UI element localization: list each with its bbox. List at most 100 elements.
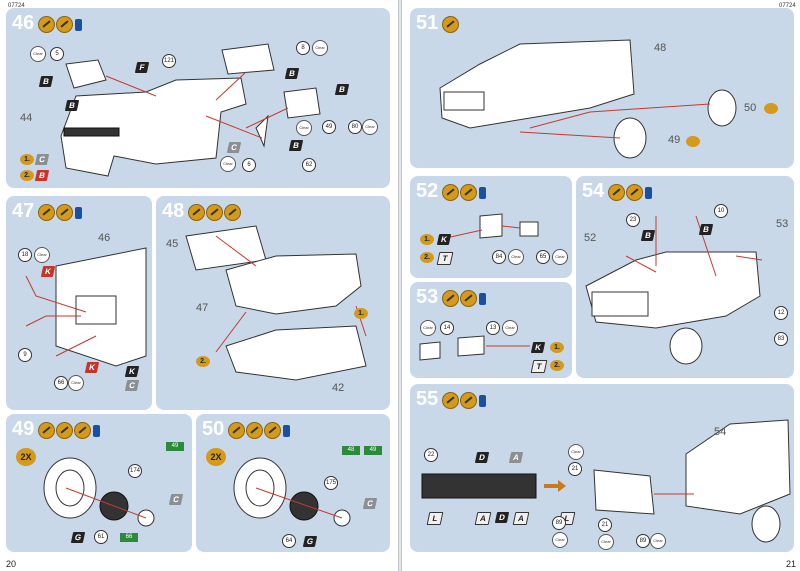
part-ref: 6 bbox=[242, 158, 256, 172]
paint-icon bbox=[442, 290, 459, 308]
step-number: 51 bbox=[416, 12, 439, 34]
step-49-panel: 49 2X 49 174 C G 61 66 bbox=[6, 414, 192, 552]
paint-icon bbox=[228, 422, 245, 440]
clear-icon: Clear bbox=[568, 444, 584, 460]
glue-icon bbox=[56, 422, 73, 440]
decal-number: 66 bbox=[120, 533, 138, 542]
paint-jar-icon bbox=[479, 186, 486, 199]
paint-icons bbox=[38, 16, 82, 34]
step-52-panel: 52 1. K 2. T 84 Clear 65 Clear bbox=[410, 176, 572, 278]
color-badge: T bbox=[530, 360, 548, 373]
paint-icon bbox=[442, 184, 459, 202]
color-badge: C bbox=[168, 494, 184, 505]
part-ref: 62 bbox=[302, 158, 316, 172]
part-ref: 89 bbox=[552, 516, 566, 530]
part-ref: 5 bbox=[50, 47, 64, 61]
windshield-part bbox=[65, 59, 107, 89]
color-badge: G bbox=[70, 532, 86, 543]
substep-1: 1. bbox=[550, 342, 564, 353]
doc-code-right: 07724 bbox=[779, 3, 796, 9]
part-ref: 61 bbox=[94, 530, 108, 544]
color-badge: B bbox=[640, 230, 656, 241]
decal-number: 49 bbox=[364, 446, 382, 455]
part-ref: 175 bbox=[324, 476, 338, 490]
clear-icon: Clear bbox=[552, 532, 568, 548]
paint-icons bbox=[608, 184, 652, 202]
part-label: 53 bbox=[776, 218, 789, 230]
mirror-glass-part bbox=[419, 341, 441, 361]
decal-icon bbox=[264, 422, 281, 440]
glue-icon bbox=[460, 184, 477, 202]
clear-icon: Clear bbox=[552, 249, 568, 265]
grille-part bbox=[63, 127, 120, 137]
color-badge: A bbox=[512, 512, 530, 525]
wheel-part bbox=[707, 89, 737, 127]
part-ref: 66 bbox=[54, 376, 68, 390]
clock-icon bbox=[224, 204, 241, 222]
step-number: 47 bbox=[12, 200, 35, 222]
part-label: 48 bbox=[654, 42, 667, 54]
wheel-hub-part bbox=[289, 491, 319, 521]
paint-jar-icon bbox=[75, 206, 82, 219]
part-ref: 13 bbox=[486, 321, 500, 335]
grille-decal bbox=[421, 473, 537, 499]
color-badge: B bbox=[334, 84, 350, 95]
step-54-panel: 54 52 53 23 10 B B 12 83 bbox=[576, 176, 794, 378]
paint-icons bbox=[188, 204, 242, 222]
side-window-part bbox=[283, 87, 321, 119]
clear-icon: Clear bbox=[220, 156, 236, 172]
part-ref: 12 bbox=[774, 306, 788, 320]
part-label: 45 bbox=[166, 238, 179, 250]
color-badge: C bbox=[362, 498, 378, 509]
color-badge: A bbox=[474, 512, 492, 525]
part-ref: 49 bbox=[322, 120, 336, 134]
grille-part bbox=[593, 469, 655, 515]
part-ref: 64 bbox=[282, 534, 296, 548]
substep-1: 1. bbox=[20, 154, 34, 165]
paint-icons bbox=[442, 290, 486, 308]
glue-icon bbox=[626, 184, 643, 202]
substep-1: 1. bbox=[420, 234, 434, 245]
color-badge: C bbox=[226, 142, 242, 153]
tailgate-panel bbox=[75, 295, 117, 325]
paint-icon bbox=[38, 422, 55, 440]
color-badge: B bbox=[284, 68, 300, 79]
step-49-drawing bbox=[43, 457, 155, 527]
glue-icon bbox=[460, 392, 477, 410]
paint-jar-icon bbox=[479, 292, 486, 305]
part-ref: 21 bbox=[598, 518, 612, 532]
glue-icon bbox=[460, 290, 477, 308]
paint-icons bbox=[442, 184, 486, 202]
substep-2: 2. bbox=[550, 360, 564, 371]
color-badge: C bbox=[124, 380, 140, 391]
arrow-icon bbox=[544, 480, 566, 492]
glue-badge bbox=[764, 103, 778, 114]
doc-code-left: 07724 bbox=[8, 3, 25, 9]
step-53-drawing bbox=[419, 335, 530, 361]
truck-front bbox=[685, 419, 791, 515]
step-51-panel: 51 48 50 49 bbox=[410, 8, 794, 168]
paint-jar-icon bbox=[283, 424, 290, 437]
paint-jar-icon bbox=[645, 186, 652, 199]
part-label: 54 bbox=[714, 426, 727, 438]
clear-icon: Clear bbox=[650, 533, 666, 549]
part-ref: 80 bbox=[348, 120, 362, 134]
step-47-panel: 47 46 18 Clear K 9 K 66 Clear K C bbox=[6, 196, 152, 410]
multiplier-badge: 2X bbox=[206, 448, 226, 466]
color-badge: B bbox=[38, 76, 54, 87]
clear-icon: Clear bbox=[296, 120, 312, 136]
rear-window-part bbox=[221, 43, 275, 75]
book-spine bbox=[398, 0, 402, 571]
color-badge: B bbox=[34, 170, 50, 181]
paint-icons bbox=[38, 204, 82, 222]
part-ref: 9 bbox=[18, 348, 32, 362]
step-48-drawing bbox=[185, 225, 367, 381]
color-badge: T bbox=[436, 252, 454, 265]
page-number-right: 21 bbox=[785, 559, 796, 569]
paint-jar-icon bbox=[93, 424, 100, 437]
step-53-panel: 53 Clear 14 13 Clear K 1. T 2. bbox=[410, 282, 572, 378]
step-47-drawing bbox=[25, 247, 147, 367]
truck-body bbox=[439, 39, 635, 129]
clear-icon: Clear bbox=[502, 320, 518, 336]
part-label: 47 bbox=[196, 302, 209, 314]
